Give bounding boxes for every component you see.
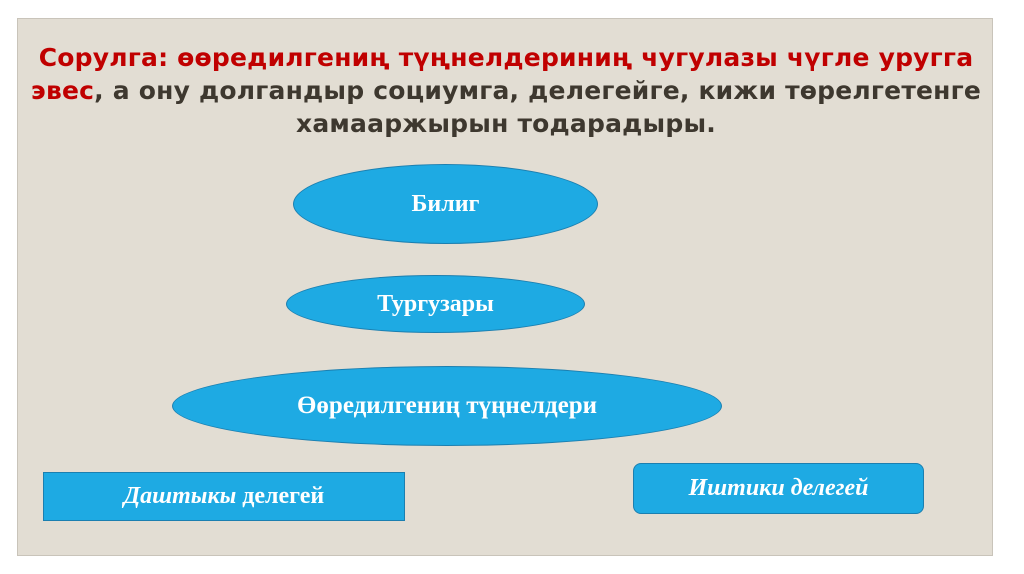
title-dark-text: , а ону долгандыр социумга, делегейге, к…: [94, 76, 982, 138]
ellipse-bilig: Билиг: [293, 164, 598, 244]
title-red-word: эвес: [30, 76, 95, 105]
ellipse-label: Өөредилгениң түңнелдери: [296, 392, 598, 419]
ellipse-label: Тургузары: [377, 290, 494, 317]
slide: Сорулга: өөредилгениң түңнелдериниң чугу…: [17, 18, 993, 556]
slide-title: Сорулга: өөредилгениң түңнелдериниң чугу…: [18, 41, 994, 140]
ellipse-turguzary: Тургузары: [286, 275, 585, 333]
box-inner-world: Иштики делегей: [633, 463, 924, 514]
ellipse-learning-results: Өөредилгениң түңнелдери: [172, 366, 722, 446]
ellipse-label: Билиг: [411, 190, 480, 217]
box-outer-world: Даштыкы делегей: [43, 472, 405, 521]
box-label-regular: делегей: [236, 483, 325, 509]
title-red-text: Сорулга: өөредилгениң түңнелдериниң чугу…: [38, 43, 974, 72]
box-label-italic: Даштыкы: [123, 483, 237, 509]
box-label: Иштики делегей: [688, 475, 869, 501]
